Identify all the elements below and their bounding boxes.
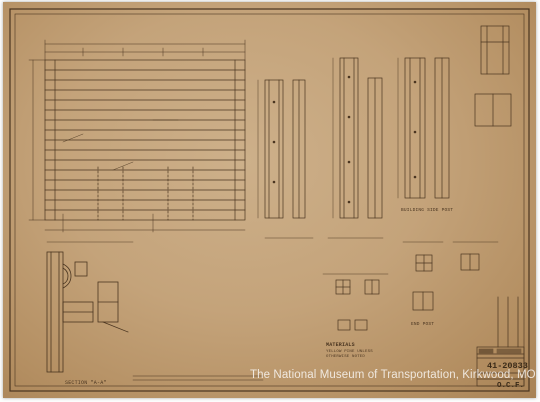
technical-drawing (9, 8, 530, 392)
scale-strip (132, 375, 264, 381)
materials-label: MATERIALS (326, 342, 355, 348)
section-label: SECTION "A-A" (65, 380, 107, 386)
inner-border (14, 13, 525, 387)
corner-detail (474, 25, 512, 127)
dimension-lines (28, 39, 246, 233)
bracket-details (322, 273, 389, 331)
elevation-views (264, 57, 450, 219)
section-a-a-drawing (46, 241, 134, 373)
side-post-label: BUILDING SIDE POST (401, 208, 454, 213)
materials-note: YELLOW PINE UNLESS OTHERWISE NOTED (326, 350, 373, 359)
outer-border (9, 8, 530, 392)
sheet-code: O.C.F. (497, 382, 525, 390)
plan-view (44, 59, 246, 221)
drawing-number: 41-20833 (487, 361, 528, 371)
end-post-details (402, 241, 499, 311)
end-post-label: END POST (411, 322, 435, 327)
blueprint-sheet: SECTION "A-A" BUILDING SIDE POST END POS… (3, 2, 536, 398)
title-block (476, 296, 525, 387)
museum-watermark: The National Museum of Transportation, K… (250, 369, 536, 381)
